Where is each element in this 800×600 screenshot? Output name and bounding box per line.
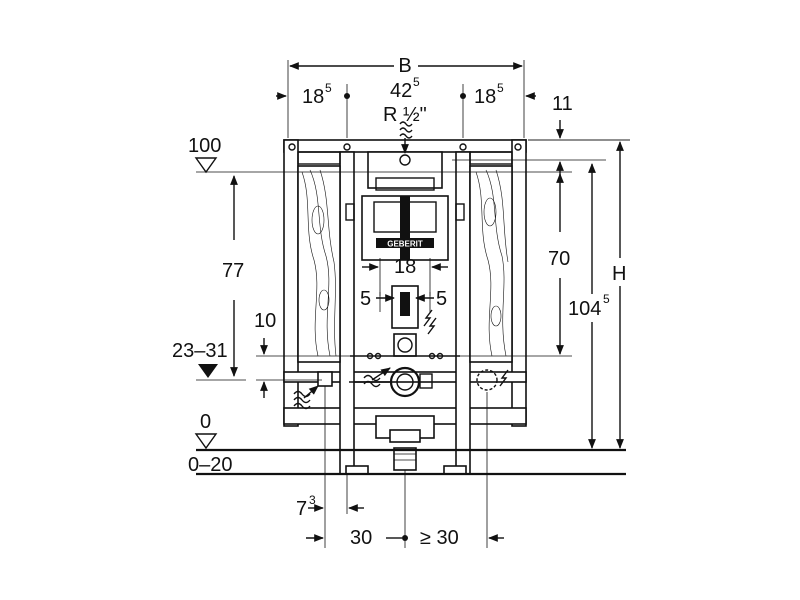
flush-bend	[293, 285, 509, 471]
dim-5-left: 5	[360, 288, 371, 310]
level-0-label: 0	[200, 411, 211, 433]
cistern: GEBERIT	[361, 121, 449, 261]
offset-73-value: 7	[296, 498, 307, 520]
top-offset-value: 11	[552, 93, 573, 115]
height-H-label: H	[612, 263, 626, 285]
range-23-31-label: 23–31	[172, 340, 228, 362]
dimension-10: 10	[254, 310, 350, 398]
height-77-value: 77	[222, 260, 244, 282]
logo-text: GEBERIT	[387, 240, 423, 249]
left-offset-value: 18	[302, 86, 324, 108]
offset-73-sup: 3	[309, 493, 316, 507]
geberit-logo	[376, 238, 434, 248]
width-label-text: B	[398, 55, 411, 77]
height-1045-sup: 5	[603, 292, 610, 306]
level-100-label: 100	[188, 135, 221, 157]
dimension-18: 18	[362, 256, 448, 296]
height-1045-value: 104	[568, 298, 601, 320]
dimension-77: 77	[222, 175, 244, 377]
level-marker-100: 100	[188, 135, 572, 174]
dimension-70: 70	[434, 173, 572, 357]
right-offset-value: 18	[474, 86, 496, 108]
dim-70-value: 70	[548, 248, 570, 270]
dim-30-value: 30	[350, 527, 372, 549]
dimension-width-B: B	[287, 55, 525, 138]
dimension-row-offsets: 18 5 18 5 42 5 R ½"	[276, 75, 536, 138]
dimension-1045: 104 5	[568, 163, 610, 451]
water-connection-label: R ½"	[383, 104, 427, 126]
right-offset-sup: 5	[497, 81, 504, 95]
min-30-value: ≥ 30	[420, 527, 459, 549]
left-offset-sup: 5	[325, 81, 332, 95]
dimension-5-5: 5 5	[360, 288, 447, 312]
floor	[196, 448, 626, 476]
dimension-height-H: H	[528, 139, 630, 449]
dimension-bottom-row: 7 3 30 ≥ 30	[296, 386, 504, 549]
dim-18-value: 18	[394, 256, 416, 278]
range-0-20-label: 0–20	[188, 454, 233, 476]
level-marker-0: 0 0–20	[188, 411, 233, 476]
dim-5-right: 5	[436, 288, 447, 310]
center-width-value: 42	[390, 80, 412, 102]
center-width-sup: 5	[413, 75, 420, 89]
level-marker-23-31: 23–31	[172, 340, 246, 381]
dim-10-value: 10	[254, 310, 276, 332]
